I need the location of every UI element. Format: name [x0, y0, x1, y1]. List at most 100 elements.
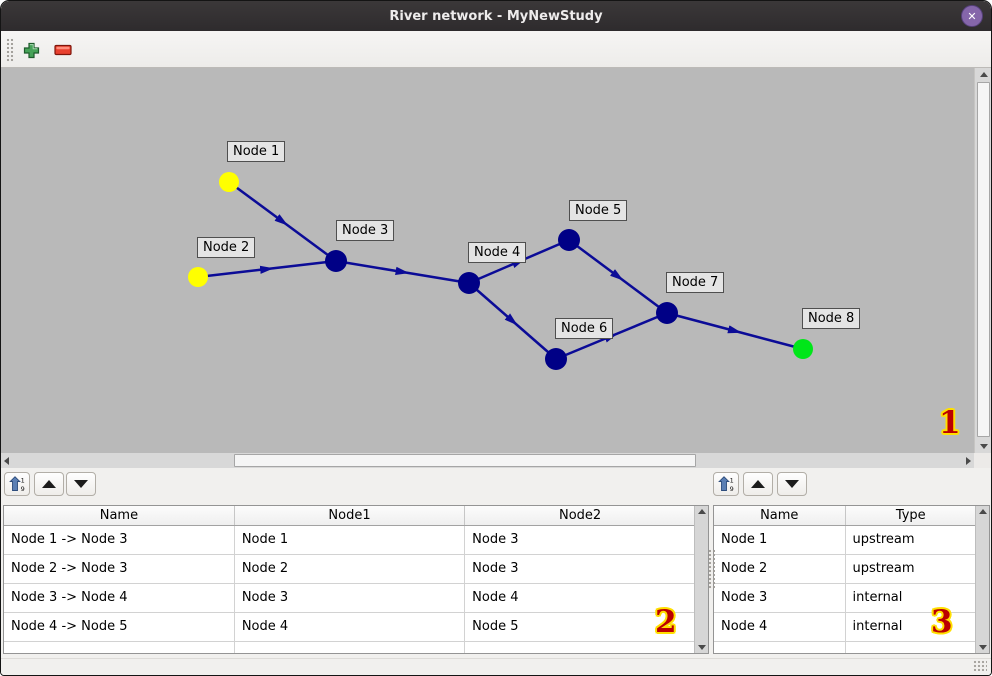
- scroll-left-icon[interactable]: [4, 456, 9, 465]
- network-canvas[interactable]: Node 1 Node 2 Node 3 Node 4 Node 5 Node 6 Node…: [1, 68, 974, 453]
- graph-node[interactable]: [325, 250, 347, 272]
- column-header[interactable]: Name: [4, 506, 235, 526]
- column-header[interactable]: Name: [714, 506, 846, 526]
- add-node-button[interactable]: [20, 39, 42, 61]
- graph-node[interactable]: [545, 348, 567, 370]
- main-toolbar: [1, 31, 991, 68]
- graph-edge[interactable]: [335, 259, 470, 285]
- node-label[interactable]: Node 4: [468, 242, 527, 263]
- scroll-right-icon[interactable]: [966, 456, 971, 465]
- graph-node[interactable]: [793, 339, 813, 359]
- resize-grip-icon[interactable]: [973, 660, 987, 671]
- table-cell[interactable]: Node 2: [234, 554, 466, 584]
- table-row-empty: [714, 641, 976, 653]
- edges-table-scrollbar[interactable]: [694, 506, 708, 653]
- canvas-horizontal-scrollbar[interactable]: [1, 453, 974, 468]
- table-cell[interactable]: internal: [845, 583, 976, 613]
- scrollbar-thumb[interactable]: [695, 506, 708, 569]
- graph-node[interactable]: [458, 272, 480, 294]
- remove-node-button[interactable]: [52, 39, 74, 61]
- table-cell[interactable]: Node 4: [234, 612, 466, 642]
- nodes-sort-button[interactable]: 1 9: [713, 472, 739, 496]
- annotation-1: 1: [939, 405, 961, 441]
- scroll-up-icon[interactable]: [979, 509, 987, 514]
- scroll-down-icon[interactable]: [980, 444, 988, 449]
- graph-node[interactable]: [188, 267, 208, 287]
- table-cell[interactable]: upstream: [845, 554, 976, 584]
- node-label[interactable]: Node 8: [802, 308, 861, 329]
- move-down-icon: [785, 480, 799, 488]
- table-cell[interactable]: Node 1: [234, 525, 466, 555]
- node-label[interactable]: Node 1: [227, 141, 286, 162]
- graph-edge[interactable]: [197, 259, 337, 279]
- toolbar-drag-handle-icon[interactable]: [6, 38, 14, 62]
- column-header[interactable]: Node1: [234, 506, 466, 526]
- minus-icon: [54, 44, 72, 56]
- graph-node[interactable]: [219, 172, 239, 192]
- move-up-icon: [42, 480, 56, 488]
- table-cell[interactable]: Node 4 -> Node 5: [4, 612, 235, 642]
- edges-sort-button[interactable]: 1 9: [4, 472, 30, 496]
- scroll-up-icon[interactable]: [980, 72, 988, 77]
- sort-icon: 1 9: [8, 476, 24, 492]
- scroll-down-icon[interactable]: [979, 645, 987, 650]
- sort-icon: 1 9: [717, 476, 733, 492]
- edges-move-down-button[interactable]: [66, 472, 96, 496]
- scrollbar-thumb[interactable]: [977, 82, 990, 437]
- canvas-vertical-scrollbar[interactable]: [974, 68, 991, 453]
- graph-edge[interactable]: [228, 180, 337, 263]
- table-cell[interactable]: Node 2 -> Node 3: [4, 554, 235, 584]
- close-button[interactable]: ✕: [961, 5, 983, 27]
- nodes-move-up-button[interactable]: [743, 472, 773, 496]
- node-label[interactable]: Node 6: [555, 318, 614, 339]
- table-cell[interactable]: Node 1 -> Node 3: [4, 525, 235, 555]
- table-cell[interactable]: Node 3: [464, 525, 695, 555]
- table-cell[interactable]: internal: [845, 612, 976, 642]
- table-cell[interactable]: Node 3: [234, 583, 466, 613]
- nodes-move-down-button[interactable]: [777, 472, 807, 496]
- graph-node[interactable]: [656, 302, 678, 324]
- graph-edge[interactable]: [568, 238, 668, 315]
- table-cell[interactable]: Node 2: [714, 554, 846, 584]
- scroll-down-icon[interactable]: [698, 645, 706, 650]
- table-cell[interactable]: Node 5: [464, 612, 695, 642]
- table-cell[interactable]: Node 3: [714, 583, 846, 613]
- table-cell[interactable]: upstream: [845, 525, 976, 555]
- scrollbar-thumb[interactable]: [234, 454, 696, 467]
- node-label[interactable]: Node 5: [569, 200, 628, 221]
- graph-edge[interactable]: [666, 311, 804, 351]
- titlebar[interactable]: River network - MyNewStudy ✕: [1, 1, 991, 31]
- scroll-up-icon[interactable]: [698, 509, 706, 514]
- column-header[interactable]: Type: [845, 506, 976, 526]
- graph-node[interactable]: [558, 229, 580, 251]
- column-header[interactable]: Node2: [464, 506, 695, 526]
- table-cell[interactable]: Node 4: [464, 583, 695, 613]
- node-label[interactable]: Node 3: [336, 220, 395, 241]
- svg-text:9: 9: [20, 485, 24, 492]
- table-cell[interactable]: Node 4: [714, 612, 846, 642]
- node-label[interactable]: Node 7: [666, 272, 725, 293]
- graph-edge[interactable]: [468, 282, 557, 360]
- nodes-table-scrollbar[interactable]: [975, 506, 989, 653]
- table-row-empty: [4, 641, 695, 653]
- node-label[interactable]: Node 2: [197, 237, 256, 258]
- scrollbar-thumb[interactable]: [976, 506, 989, 569]
- table-cell[interactable]: Node 3 -> Node 4: [4, 583, 235, 613]
- edges-move-up-button[interactable]: [34, 472, 64, 496]
- panel-splitter-handle[interactable]: [708, 549, 715, 589]
- table-cell[interactable]: Node 3: [464, 554, 695, 584]
- annotation-3: 3: [931, 604, 953, 640]
- table-cell[interactable]: Node 1: [714, 525, 846, 555]
